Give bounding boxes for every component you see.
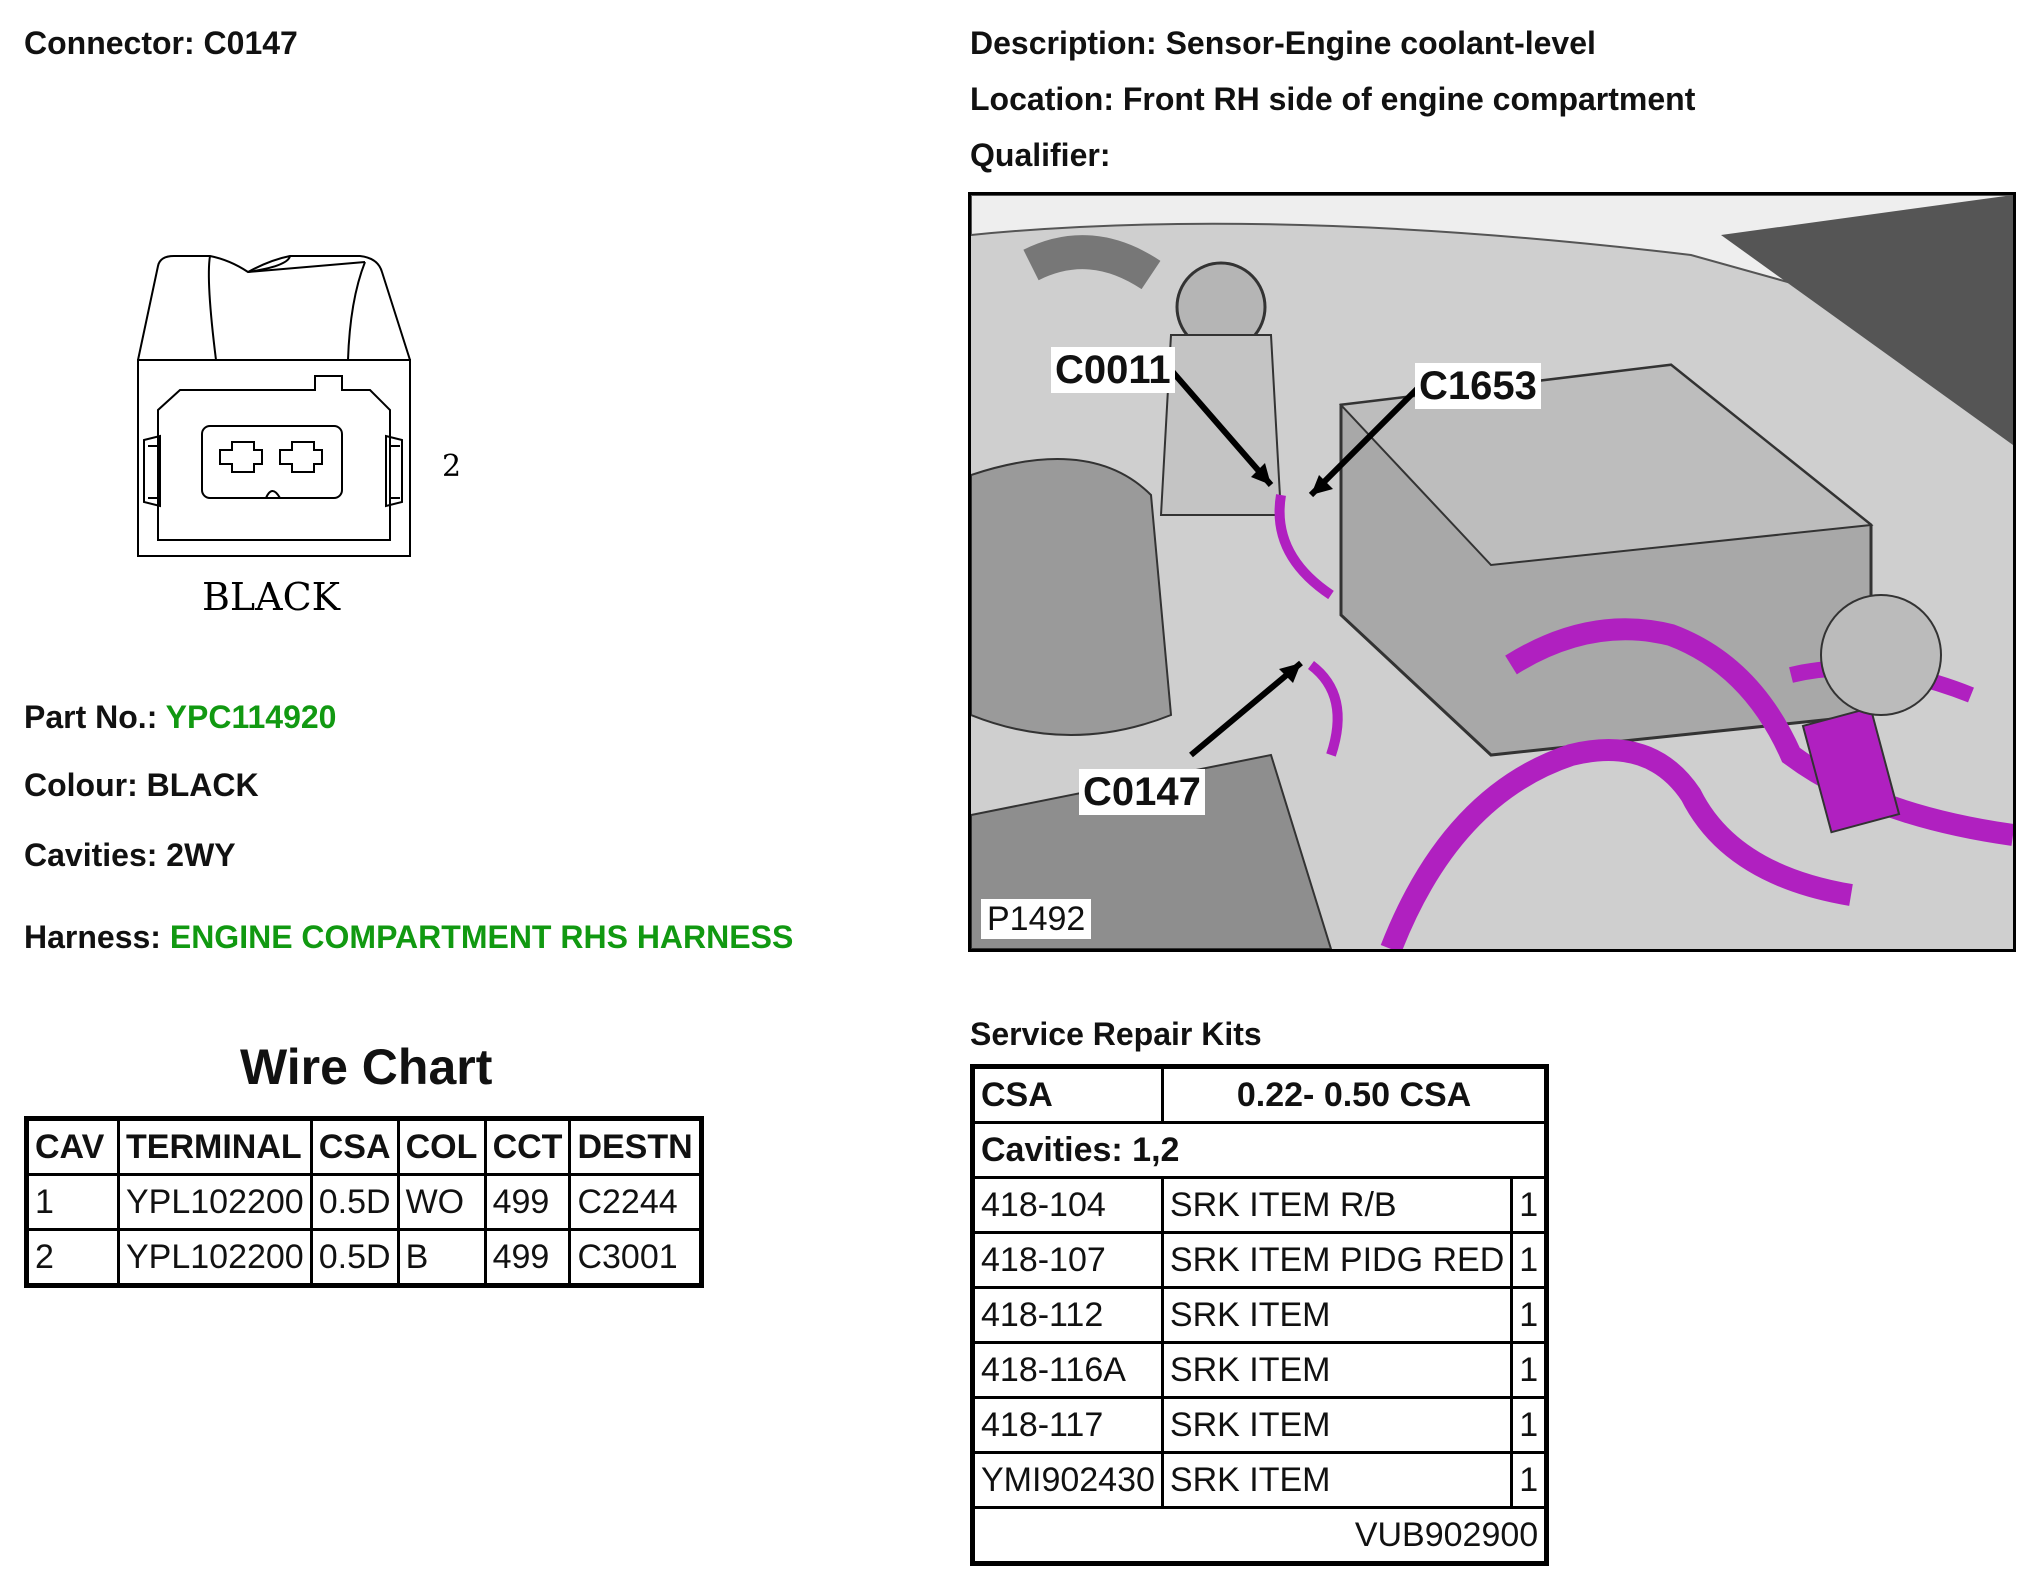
table-cell: 499 <box>483 1173 572 1231</box>
pin-2-label: 2 <box>442 449 461 484</box>
engine-bay-illustration <box>971 195 2013 949</box>
location-photo: C0011 C1653 C0147 P1492 <box>968 192 2016 952</box>
part-number-label: Part No.: <box>24 699 158 735</box>
harness-link[interactable]: ENGINE COMPARTMENT RHS HARNESS <box>169 919 794 955</box>
table-cell: YPL102200 <box>117 1228 313 1287</box>
wire-chart-title: Wire Chart <box>240 1039 493 1095</box>
wire-chart-table: CAV TERMINAL CSA COL CCT DESTN 1 YPL1022… <box>24 1116 704 1288</box>
description-label: Description: Sensor-Engine coolant-level <box>970 25 1596 61</box>
table-row: 418-116A SRK ITEM 1 <box>971 1341 1549 1399</box>
table-cell: YPL102200 <box>117 1173 313 1231</box>
kit-qty: 1 <box>1510 1286 1549 1344</box>
csa-label: CSA <box>971 1065 1164 1124</box>
connector-face-diagram: 1 2 BLACK <box>137 255 461 619</box>
kit-qty: 1 <box>1510 1176 1549 1234</box>
table-cell: WO <box>396 1173 487 1231</box>
service-kits-table: CSA 0.22- 0.50 CSA Cavities: 1,2 418-104… <box>970 1064 1550 1566</box>
table-row: 2 YPL102200 0.5D B 499 C3001 <box>25 1228 703 1287</box>
colour-label: Colour: BLACK <box>24 767 259 803</box>
header-destn: DESTN <box>568 1117 703 1176</box>
table-row: YMI902430 SRK ITEM 1 <box>971 1451 1549 1509</box>
table-cell: C3001 <box>568 1228 703 1287</box>
cavities-row: Cavities: 1,2 <box>970 1121 1549 1179</box>
kit-desc: SRK ITEM R/B <box>1160 1176 1514 1234</box>
header-terminal: TERMINAL <box>117 1117 313 1176</box>
kit-qty: 1 <box>1510 1396 1549 1454</box>
footer-row: VUB902900 <box>970 1506 1549 1565</box>
kit-qty: 1 <box>1510 1231 1549 1289</box>
table-row: 1 YPL102200 0.5D WO 499 C2244 <box>25 1173 703 1231</box>
kit-part: 418-107 <box>971 1231 1164 1289</box>
harness-label: Harness: <box>24 919 161 955</box>
kit-desc: SRK ITEM <box>1160 1341 1514 1399</box>
kit-footer-code: VUB902900 <box>970 1506 1549 1565</box>
connector-colour-caption: BLACK <box>202 575 341 619</box>
kit-desc: SRK ITEM <box>1160 1396 1514 1454</box>
table-row: 418-107 SRK ITEM PIDG RED 1 <box>971 1231 1549 1289</box>
callout-c1653: C1653 <box>1415 363 1541 409</box>
table-cell: 0.5D <box>309 1173 400 1231</box>
header-col: COL <box>396 1117 487 1176</box>
table-cell: 1 <box>25 1173 120 1231</box>
harness: Harness: ENGINE COMPARTMENT RHS HARNESS <box>24 918 793 956</box>
table-cell: C2244 <box>568 1173 703 1231</box>
part-number: Part No.: YPC114920 <box>24 698 336 736</box>
part-number-link[interactable]: YPC114920 <box>165 699 337 735</box>
header-csa: CSA <box>309 1117 400 1176</box>
kit-part: 418-112 <box>971 1286 1164 1344</box>
cavities-cell: Cavities: 1,2 <box>970 1121 1549 1179</box>
location-label: Location: Front RH side of engine compar… <box>970 81 1696 117</box>
header-cct: CCT <box>483 1117 572 1176</box>
kit-part: 418-104 <box>971 1176 1164 1234</box>
callout-c0011: C0011 <box>1051 347 1175 393</box>
kit-part: 418-117 <box>971 1396 1164 1454</box>
wire-chart-header-row: CAV TERMINAL CSA COL CCT DESTN <box>25 1117 703 1176</box>
table-cell: 2 <box>25 1228 120 1287</box>
table-cell: 0.5D <box>309 1228 400 1287</box>
table-row: 418-104 SRK ITEM R/B 1 <box>971 1176 1549 1234</box>
csa-value: 0.22- 0.50 CSA <box>1160 1065 1549 1124</box>
kit-desc: SRK ITEM <box>1160 1451 1514 1509</box>
table-row: 418-117 SRK ITEM 1 <box>971 1396 1549 1454</box>
table-row: 418-112 SRK ITEM 1 <box>971 1286 1549 1344</box>
kit-desc: SRK ITEM <box>1160 1286 1514 1344</box>
cavities-label: Cavities: 2WY <box>24 837 236 873</box>
photo-reference: P1492 <box>981 899 1092 939</box>
header-cav: CAV <box>25 1117 120 1176</box>
connector-label: Connector: C0147 <box>24 25 298 61</box>
table-cell: 499 <box>483 1228 572 1287</box>
csa-row: CSA 0.22- 0.50 CSA <box>971 1065 1549 1124</box>
kit-qty: 1 <box>1510 1451 1549 1509</box>
service-kits-title: Service Repair Kits <box>970 1016 1262 1052</box>
kit-qty: 1 <box>1510 1341 1549 1399</box>
kit-desc: SRK ITEM PIDG RED <box>1160 1231 1514 1289</box>
kit-part: YMI902430 <box>971 1451 1164 1509</box>
kit-part: 418-116A <box>971 1341 1164 1399</box>
callout-c0147: C0147 <box>1079 769 1205 815</box>
qualifier-label: Qualifier: <box>970 137 1111 173</box>
table-cell: B <box>396 1228 487 1287</box>
